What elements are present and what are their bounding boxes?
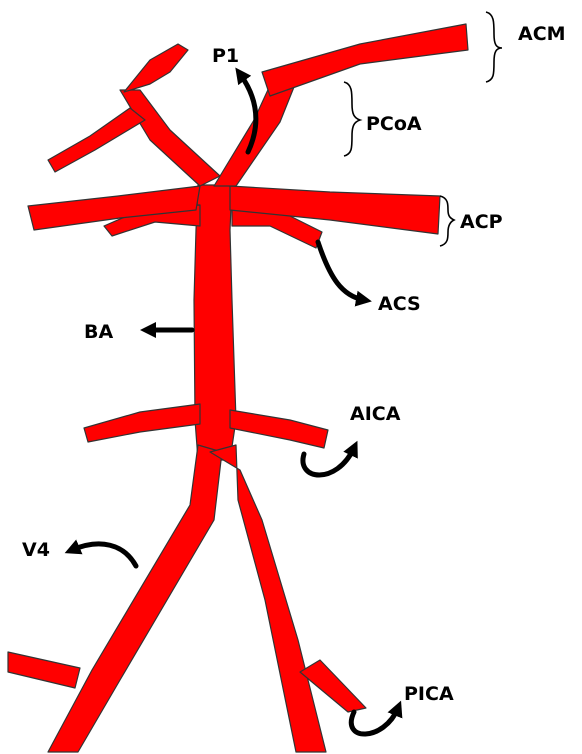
middle-cerebral-artery — [262, 24, 468, 96]
right-aica-vessel — [230, 410, 328, 448]
left-pcoa-upper — [124, 44, 188, 92]
acm-label: ACM — [518, 23, 566, 45]
right-posterior-cerebral-artery — [230, 186, 440, 234]
acm-brace — [486, 12, 502, 82]
acp-brace — [440, 196, 454, 246]
pica-pointer-arrow — [351, 708, 398, 734]
v4-pointer-arrow — [72, 544, 136, 566]
aica-pointer-arrow — [303, 448, 354, 475]
pcoa-label: PCoA — [366, 113, 422, 135]
pcoa-brace — [344, 82, 360, 156]
v4-label: V4 — [22, 539, 50, 561]
left-posterior-communicating-artery — [120, 90, 220, 186]
left-lower-branch — [8, 652, 80, 688]
aica-label: AICA — [350, 403, 401, 425]
ba-label: BA — [84, 321, 113, 343]
left-vertebral-artery — [48, 445, 222, 752]
right-vertebral-artery — [210, 445, 326, 752]
acs-pointer-arrow — [318, 242, 364, 300]
pica-label: PICA — [404, 683, 454, 705]
p1-label: P1 — [212, 45, 239, 67]
acp-label: ACP — [460, 211, 503, 233]
left-side-branch — [48, 108, 145, 172]
acs-label: ACS — [378, 293, 421, 315]
labels: ACM P1 PCoA ACP ACS BA AICA V4 PICA — [22, 23, 566, 705]
left-aica-vessel — [84, 404, 200, 442]
